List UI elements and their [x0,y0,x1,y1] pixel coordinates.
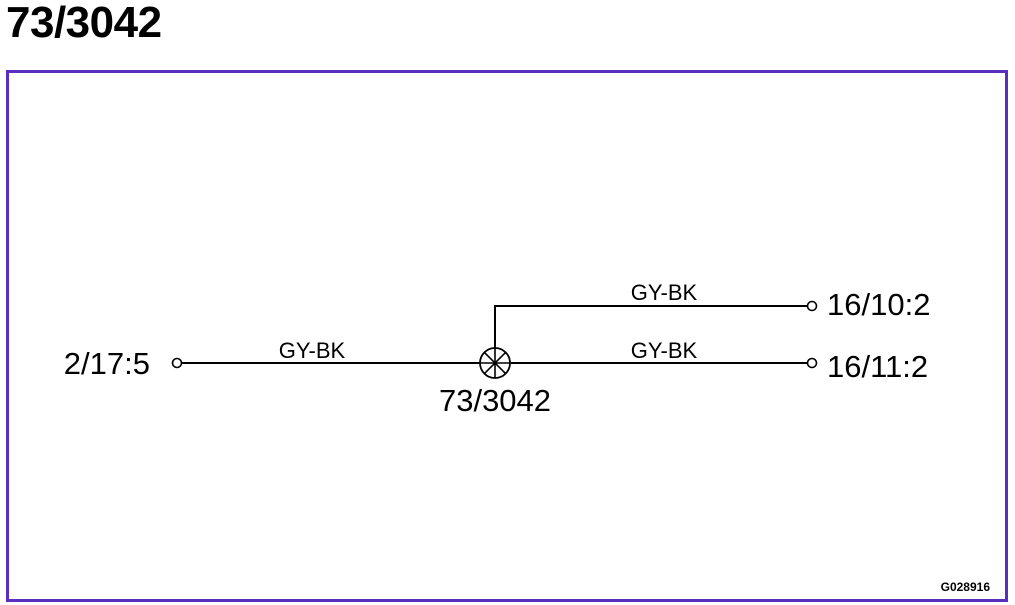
wire-upper-label: GY-BK [631,280,698,305]
splice-icon [479,347,511,379]
wire-upper-branch [494,305,807,348]
diagram-frame [6,70,1008,602]
lower-connector-label: 16/11:2 [827,349,928,384]
left-connector-label: 2/17:5 [64,346,150,381]
splice-label: 73/3042 [439,383,551,418]
figure-code: G028916 [941,580,991,594]
wire-lower-label: GY-BK [631,338,698,363]
terminal-lower [806,357,818,369]
terminal-upper [806,300,818,312]
wire-left-label: GY-BK [279,338,346,363]
upper-connector-label: 16/10:2 [827,287,930,322]
page-title: 73/3042 [6,0,162,47]
terminal-left [171,357,183,369]
